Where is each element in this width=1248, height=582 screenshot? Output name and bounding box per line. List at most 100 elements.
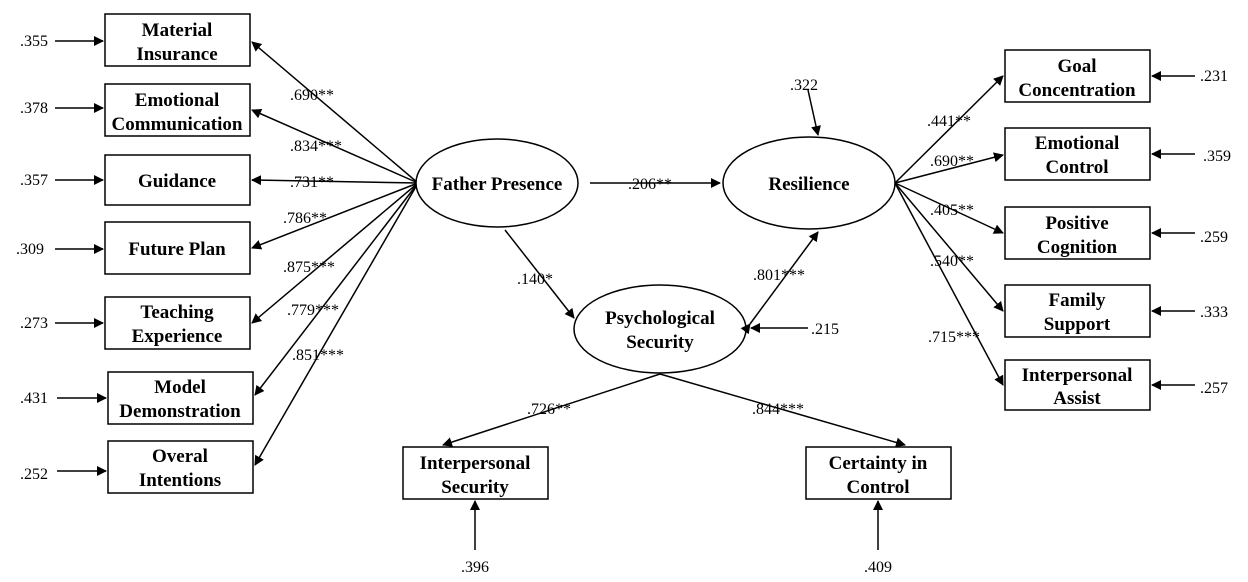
residual-arrow-resilience	[807, 89, 821, 136]
latent-label-line2: Security	[626, 332, 694, 353]
father-indicator-boxes: Material Insurance Emotional Communicati…	[104, 13, 254, 494]
loading-arrow	[254, 182, 419, 396]
residual-value: .215	[811, 321, 839, 338]
path-coefficient: .140*	[517, 271, 553, 288]
latent-ellipse	[573, 284, 747, 374]
path-father-to-security	[504, 229, 575, 319]
loading-arrow	[894, 182, 1004, 234]
loading-coefficient: .726**	[527, 401, 571, 418]
indicator-label-line1: Certainty in	[829, 453, 928, 474]
error-value: .333	[1200, 304, 1228, 321]
loading-arrow	[894, 182, 1004, 386]
indicator-label-line2: Cognition	[1037, 237, 1118, 258]
error-value: .378	[20, 100, 48, 117]
resilience-loadings: .441** .690** .405** .540** .715***	[894, 75, 1004, 386]
resilience-indicator-errors: .231 .359 .259 .333 .257	[1151, 68, 1231, 397]
indicator-label-line1: Material	[142, 20, 213, 41]
security-indicator-boxes: Interpersonal Security Certainty in Cont…	[402, 446, 952, 500]
error-value: .357	[20, 172, 48, 189]
indicator-box-emotional-communication	[104, 83, 251, 137]
residual-value: .322	[790, 77, 818, 94]
indicator-box-certainty-in-control	[805, 446, 952, 500]
loading-arrow	[251, 182, 419, 250]
indicator-label-line2: Support	[1044, 314, 1111, 335]
indicator-label-line2: Insurance	[136, 44, 217, 65]
latent-father-presence: Father Presence	[415, 138, 579, 228]
indicator-label-line2: Security	[441, 477, 509, 498]
structural-paths: .206** .140* .801*** .322 .215	[504, 77, 839, 338]
indicator-label-line1: Positive	[1045, 213, 1108, 234]
indicator-label-line1: Model	[154, 377, 206, 398]
path-coefficient: .801***	[753, 267, 805, 284]
loading-coefficient: .690**	[930, 153, 974, 170]
error-value: .231	[1200, 68, 1228, 85]
resilience-indicator-boxes: Goal Concentration Emotional Control Pos…	[1004, 49, 1151, 411]
loading-arrow	[251, 41, 419, 184]
loading-coefficient: .834***	[290, 138, 342, 155]
indicator-label-line1: Interpersonal	[1022, 365, 1133, 386]
loading-arrow	[894, 182, 1004, 312]
loading-arrow	[254, 182, 419, 466]
error-value: .396	[461, 559, 489, 576]
latent-label-line1: Psychological	[605, 308, 715, 329]
error-value: .259	[1200, 229, 1228, 246]
loading-coefficient: .875***	[283, 259, 335, 276]
indicator-label-line1: Interpersonal	[420, 453, 531, 474]
loading-arrow	[251, 182, 419, 324]
error-value: .409	[864, 559, 892, 576]
loading-coefficient: .851***	[292, 347, 344, 364]
indicator-box-interpersonal-security	[402, 446, 549, 500]
indicator-box-overal-intentions	[107, 440, 254, 494]
error-value: .257	[1200, 380, 1228, 397]
loading-arrow	[442, 373, 661, 447]
error-value: .309	[16, 241, 44, 258]
path-security-to-resilience	[740, 231, 819, 335]
indicator-label-line2: Concentration	[1018, 80, 1136, 101]
indicator-label-line1: Emotional	[135, 90, 219, 111]
error-value: .359	[1203, 148, 1231, 165]
indicator-label-line1: Emotional	[1035, 133, 1119, 154]
path-coefficient: .206**	[628, 176, 672, 193]
indicator-label-line2: Experience	[132, 326, 223, 347]
indicator-label-line2: Communication	[112, 114, 243, 135]
loading-coefficient: .844***	[752, 401, 804, 418]
father-loadings: .690** .834*** .731** .786** .875*** .77…	[251, 41, 419, 466]
indicator-label-line2: Assist	[1053, 388, 1101, 409]
latent-ellipse	[415, 138, 579, 228]
indicator-label-line1: Overal	[152, 446, 208, 467]
loading-arrow	[894, 75, 1004, 184]
indicator-label-line1: Family	[1049, 290, 1106, 311]
indicator-label-line2: Control	[847, 477, 910, 498]
indicator-box-material-insurance	[104, 13, 251, 67]
error-value: .273	[20, 315, 48, 332]
indicator-box-guidance	[104, 154, 251, 206]
loading-coefficient: .779***	[287, 302, 339, 319]
security-loadings: .726** .844***	[442, 373, 906, 448]
indicator-box-future-plan	[104, 221, 251, 275]
loading-coefficient: .690**	[290, 87, 334, 104]
loading-coefficient: .786**	[283, 210, 327, 227]
latent-label: Resilience	[768, 174, 849, 195]
indicator-box-family-support	[1004, 284, 1151, 338]
indicator-box-teaching-experience	[104, 296, 251, 350]
indicator-label-line1: Guidance	[138, 171, 216, 192]
indicator-box-goal-concentration	[1004, 49, 1151, 103]
loading-arrow	[894, 152, 1004, 184]
error-value: .431	[20, 390, 48, 407]
loading-arrow	[251, 175, 419, 186]
indicator-label-line2: Demonstration	[119, 401, 241, 422]
latent-resilience: Resilience	[722, 136, 896, 230]
indicator-box-interpersonal-assist	[1004, 359, 1151, 411]
error-value: .252	[20, 466, 48, 483]
indicator-box-emotional-control	[1004, 127, 1151, 181]
loading-coefficient: .731**	[290, 174, 334, 191]
indicator-label-line1: Teaching	[140, 302, 214, 323]
father-indicator-errors: .355 .378 .357 .309 .273 .431 .252	[16, 33, 107, 483]
loading-coefficient: .715***	[928, 329, 980, 346]
loading-coefficient: .405**	[930, 202, 974, 219]
security-indicator-errors: .396 .409	[461, 500, 892, 576]
loading-coefficient: .540**	[930, 253, 974, 270]
loading-arrow	[251, 109, 419, 184]
latent-psychological-security: Psychological Security	[573, 284, 747, 374]
